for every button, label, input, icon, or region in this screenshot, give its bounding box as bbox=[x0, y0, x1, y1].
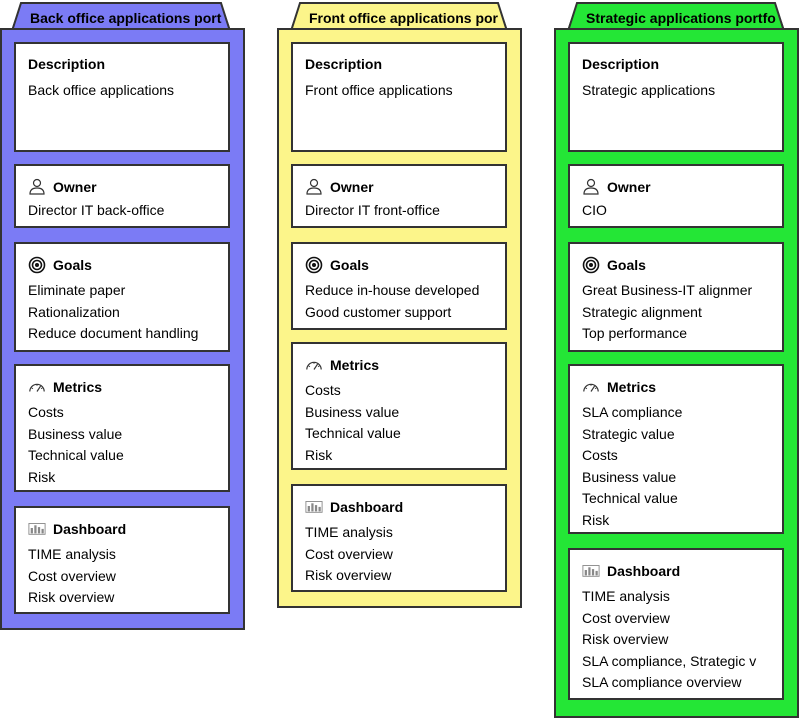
card-title: Description bbox=[582, 56, 660, 72]
portfolio-title: Front office applications por bbox=[309, 10, 499, 26]
owner-card[interactable]: Owner Director IT back-office bbox=[14, 164, 230, 228]
portfolio-title: Back office applications port bbox=[30, 10, 222, 26]
list-item: Business value bbox=[28, 425, 123, 442]
list-item: Technical value bbox=[582, 490, 678, 507]
list-item: Risk bbox=[305, 446, 333, 463]
dashboard-card[interactable]: Dashboard TIME analysis Cost overview Ri… bbox=[14, 506, 230, 614]
list-item: Top performance bbox=[582, 325, 688, 342]
card-title: Metrics bbox=[330, 357, 380, 373]
list-item: TIME analysis bbox=[305, 524, 393, 540]
portfolio-back-office[interactable]: Back office applications port Descriptio… bbox=[0, 2, 245, 630]
list-item: Business value bbox=[582, 468, 677, 485]
list-item: Risk bbox=[582, 511, 610, 528]
dashboard-icon bbox=[28, 520, 46, 538]
list-item: Rationalization bbox=[28, 303, 120, 320]
card-title: Owner bbox=[330, 179, 374, 195]
card-title: Goals bbox=[53, 257, 92, 273]
list-item: Director IT back-office bbox=[28, 202, 165, 218]
card-title: Dashboard bbox=[330, 499, 404, 515]
list-item: Technical value bbox=[28, 447, 124, 464]
goals-card[interactable]: Goals Eliminate paper Rationalization Re… bbox=[14, 242, 230, 352]
gauge-icon bbox=[582, 378, 600, 396]
list-item: CIO bbox=[582, 202, 607, 218]
description-card[interactable]: Description Strategic applications bbox=[568, 42, 784, 152]
list-item: TIME analysis bbox=[28, 546, 116, 562]
card-title: Dashboard bbox=[607, 563, 681, 579]
card-title: Goals bbox=[607, 257, 646, 273]
card-title: Owner bbox=[607, 179, 651, 195]
card-title: Description bbox=[28, 56, 106, 72]
list-item: Risk overview bbox=[305, 567, 392, 584]
list-item: Reduce in-house developed bbox=[305, 282, 480, 298]
portfolio-tab[interactable]: Strategic applications portfo bbox=[568, 2, 784, 28]
target-icon bbox=[305, 256, 323, 274]
list-item: TIME analysis bbox=[582, 588, 670, 604]
goals-card[interactable]: Goals Great Business-IT alignmer Strateg… bbox=[568, 242, 784, 352]
portfolio-tab[interactable]: Front office applications por bbox=[291, 2, 507, 28]
list-item: Eliminate paper bbox=[28, 282, 126, 298]
card-title: Dashboard bbox=[53, 521, 127, 537]
owner-card[interactable]: Owner CIO bbox=[568, 164, 784, 228]
metrics-card[interactable]: Metrics Costs Business value Technical v… bbox=[14, 364, 230, 492]
user-icon bbox=[305, 178, 323, 196]
gauge-icon bbox=[28, 378, 46, 396]
description-card[interactable]: Description Front office applications bbox=[291, 42, 507, 152]
list-item: Cost overview bbox=[582, 609, 670, 626]
list-item: Risk overview bbox=[28, 589, 115, 606]
list-item: Business value bbox=[305, 403, 400, 420]
list-item: Director IT front-office bbox=[305, 202, 440, 218]
list-item: Strategic value bbox=[582, 425, 675, 442]
dashboard-icon bbox=[582, 562, 600, 580]
card-title: Description bbox=[305, 56, 383, 72]
dashboard-card[interactable]: Dashboard TIME analysis Cost overview Ri… bbox=[291, 484, 507, 592]
list-item: Costs bbox=[582, 447, 618, 464]
list-item: Good customer support bbox=[305, 303, 452, 320]
list-item: Strategic applications bbox=[582, 82, 716, 98]
list-item: Technical value bbox=[305, 425, 401, 442]
list-item: Costs bbox=[305, 382, 341, 398]
list-item: Reduce document handling bbox=[28, 325, 199, 342]
list-item: Risk bbox=[28, 468, 56, 485]
target-icon bbox=[582, 256, 600, 274]
card-title: Metrics bbox=[53, 379, 103, 395]
card-title: Goals bbox=[330, 257, 369, 273]
portfolio-tab[interactable]: Back office applications port bbox=[12, 2, 230, 28]
list-item: Risk overview bbox=[582, 631, 669, 648]
list-item: SLA compliance, Strategic v bbox=[582, 652, 757, 669]
user-icon bbox=[582, 178, 600, 196]
list-item: Front office applications bbox=[305, 82, 453, 98]
goals-card[interactable]: Goals Reduce in-house developed Good cus… bbox=[291, 242, 507, 330]
list-item: SLA compliance bbox=[582, 404, 683, 420]
list-item: SLA compliance overview bbox=[582, 674, 742, 691]
card-title: Owner bbox=[53, 179, 97, 195]
list-item: Strategic alignment bbox=[582, 303, 702, 320]
list-item: Great Business-IT alignmer bbox=[582, 282, 753, 298]
portfolio-title: Strategic applications portfo bbox=[586, 10, 776, 26]
target-icon bbox=[28, 256, 46, 274]
list-item: Back office applications bbox=[28, 82, 175, 98]
metrics-card[interactable]: Metrics SLA compliance Strategic value C… bbox=[568, 364, 784, 534]
gauge-icon bbox=[305, 356, 323, 374]
metrics-card[interactable]: Metrics Costs Business value Technical v… bbox=[291, 342, 507, 470]
list-item: Cost overview bbox=[305, 545, 393, 562]
description-card[interactable]: Description Back office applications bbox=[14, 42, 230, 152]
portfolio-strategic[interactable]: Strategic applications portfo Descriptio… bbox=[554, 2, 799, 718]
user-icon bbox=[28, 178, 46, 196]
dashboard-icon bbox=[305, 498, 323, 516]
owner-card[interactable]: Owner Director IT front-office bbox=[291, 164, 507, 228]
card-title: Metrics bbox=[607, 379, 657, 395]
list-item: Costs bbox=[28, 404, 64, 420]
dashboard-card[interactable]: Dashboard TIME analysis Cost overview Ri… bbox=[568, 548, 784, 700]
list-item: Cost overview bbox=[28, 567, 116, 584]
portfolio-front-office[interactable]: Front office applications por Descriptio… bbox=[277, 2, 522, 608]
